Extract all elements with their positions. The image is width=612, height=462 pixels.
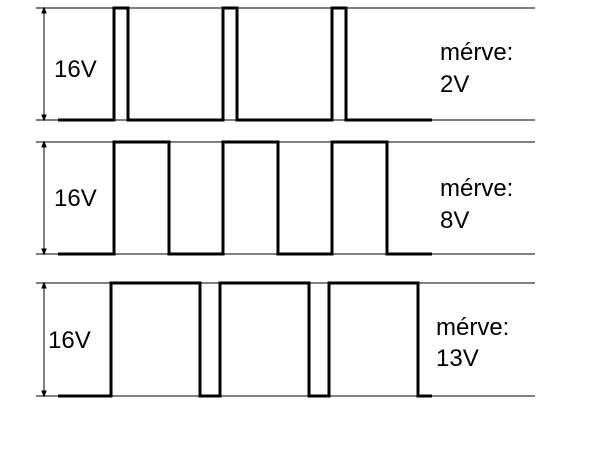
measured-label: mérve: (440, 39, 513, 66)
pwm-waveform (58, 6, 432, 122)
measured-label: mérve: (436, 314, 509, 341)
measured-value: 8V (440, 207, 469, 234)
measured-value: 2V (440, 71, 469, 98)
measured-value: 13V (436, 345, 479, 372)
pwm-waveform (58, 281, 432, 398)
measured-label: mérve: (440, 175, 513, 202)
amplitude-label: 16V (48, 327, 91, 354)
amplitude-label: 16V (54, 56, 97, 83)
signal-panel-3: 16V mérve: 13V (36, 281, 535, 398)
signal-panel-1: 16V mérve: 2V (36, 6, 535, 122)
amplitude-label: 16V (54, 185, 97, 212)
signal-panel-2: 16V mérve: 8V (36, 140, 535, 256)
pwm-waveform (58, 140, 432, 256)
